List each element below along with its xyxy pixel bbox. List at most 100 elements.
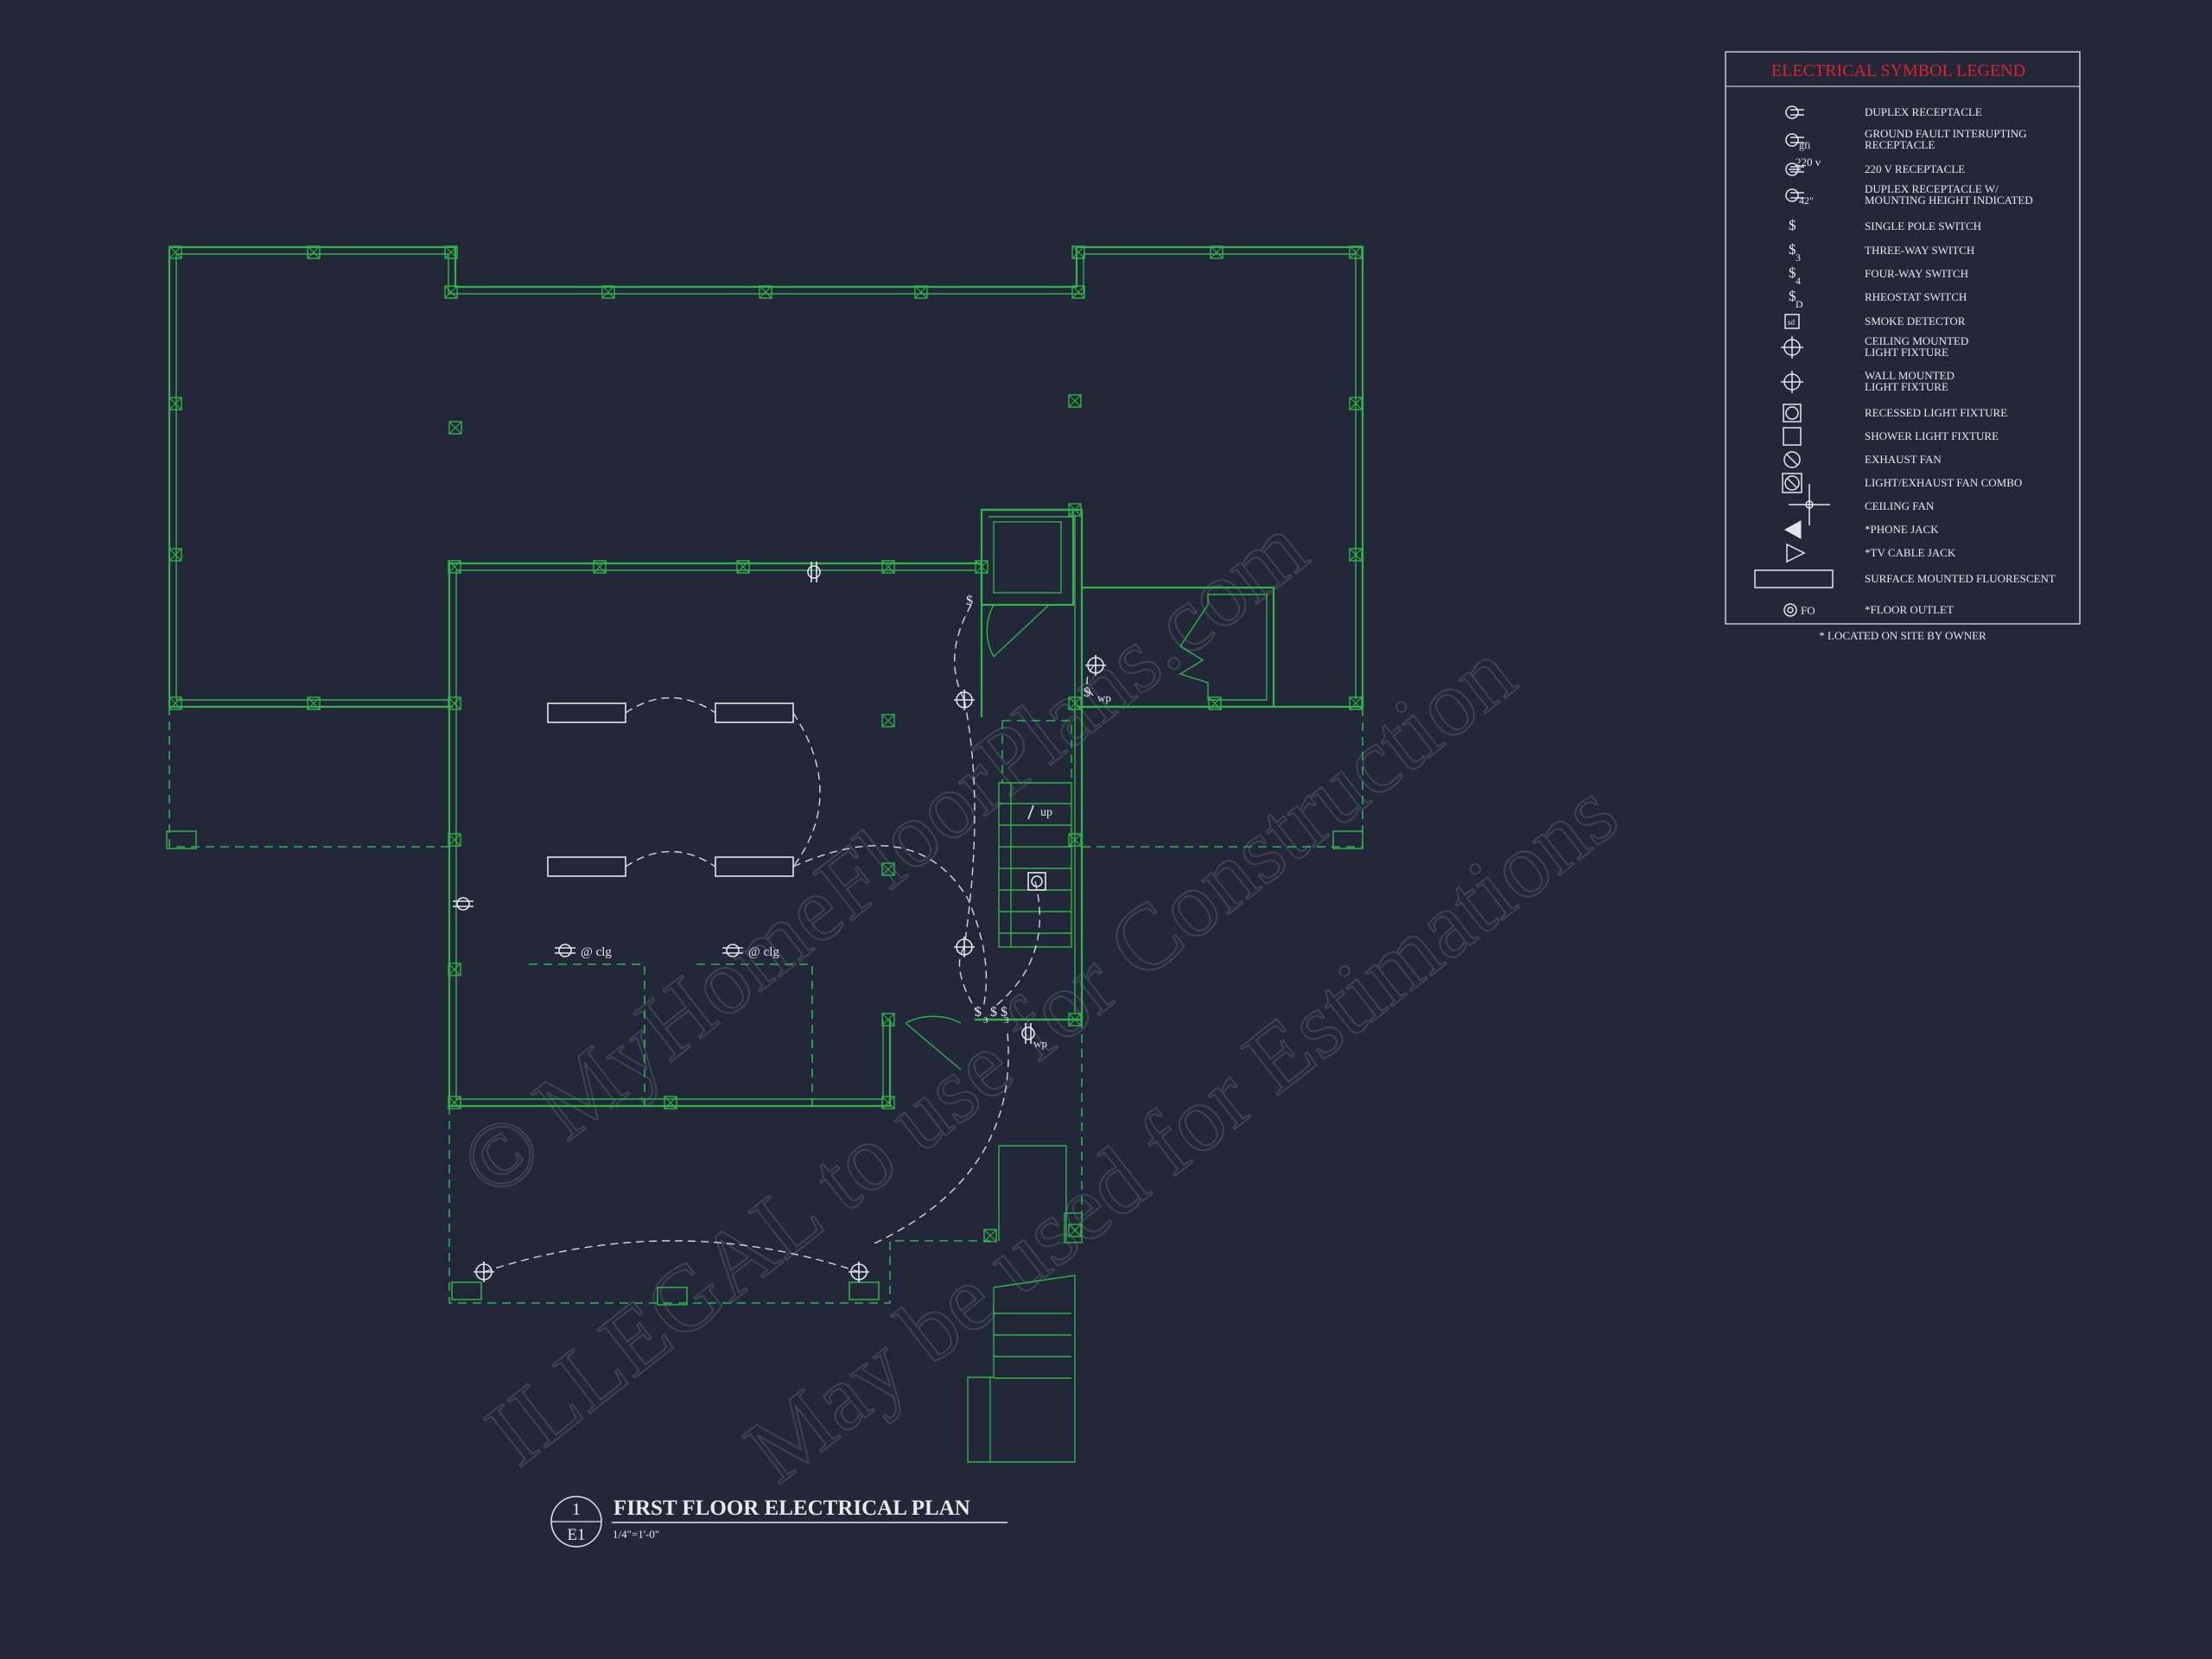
legend-label: THREE-WAY SWITCH [1865, 244, 1974, 257]
main-room-wall-inner [455, 569, 975, 1100]
legend-symbol-subscript: D [1796, 298, 1803, 310]
closet-box [980, 508, 1075, 607]
wall-light-icon [1085, 655, 1106, 676]
column-post-icon [881, 1096, 895, 1109]
pantry-wall [1082, 586, 1275, 709]
column-post-icon [1068, 833, 1082, 847]
legend-row: DUPLEX RECEPTACLE [1785, 105, 1982, 119]
drawing-scale: 1/4"=1'-0" [613, 1528, 659, 1541]
phone-jack-icon [1783, 520, 1802, 539]
legend-label-line2: LIGHT FIXTURE [1865, 380, 1948, 393]
column-post-icon [881, 1013, 895, 1027]
legend-label: FOUR-WAY SWITCH [1865, 267, 1968, 280]
legend-label: DUPLEX RECEPTACLE W/ [1865, 182, 1999, 195]
legend-label: *TV CABLE JACK [1865, 546, 1956, 559]
220v-receptacle-icon [1785, 162, 1804, 176]
column-post-icon [881, 862, 895, 876]
legend-symbol-subscript: gfi [1799, 139, 1811, 151]
column-post-icon [1071, 245, 1085, 259]
legend-label: RHEOSTAT SWITCH [1865, 290, 1967, 303]
column-post-icon [914, 285, 928, 299]
electrical-symbols: @ clg @ clg up wp wp $ $ $ 3 $ $ 3 [453, 562, 1111, 1282]
column-post-icon [1068, 394, 1082, 408]
circuit-wire [625, 696, 716, 714]
title-block: 1 E1 FIRST FLOOR ELECTRICAL PLAN 1/4"=1'… [550, 1496, 1007, 1548]
column-post-icon [975, 560, 988, 574]
footing-pad-icon [657, 1287, 688, 1306]
detail-number: 1 [572, 1500, 581, 1519]
legend-symbol-subscript: sd [1788, 318, 1796, 327]
shower-light-icon [1783, 427, 1802, 446]
legend-label: WALL MOUNTED [1865, 369, 1955, 382]
column-post-icon [1068, 1224, 1082, 1237]
column-post-icon [448, 1096, 461, 1109]
column-post-icon [448, 963, 461, 976]
column-post-icon [168, 696, 182, 710]
legend-items: DUPLEX RECEPTACLE gfi GROUND FAULT INTERUP… [1754, 105, 2056, 617]
wall-light-icon [849, 1262, 869, 1282]
legend-symbol-subscript: 42" [1799, 194, 1814, 207]
duplex-receptacle-icon [555, 944, 575, 957]
duplex-receptacle-icon [807, 562, 821, 582]
circuit-wire [963, 699, 976, 948]
legend-label: SMOKE DETECTOR [1865, 315, 1966, 327]
upper-porch-left-wall [168, 247, 453, 709]
wp-label: wp [1033, 1037, 1047, 1050]
legend-frame [1725, 51, 2081, 625]
duplex-receptacle-icon [1785, 105, 1804, 119]
legend-row: SURFACE MOUNTED FLUORESCENT [1754, 569, 2056, 588]
legend-row: EXHAUST FAN [1783, 451, 1942, 468]
recessed-light-icon [1783, 404, 1802, 423]
legend-row: *TV CABLE JACK [1786, 543, 1956, 563]
floor-outlet-icon [1783, 603, 1797, 617]
column-post-icon [759, 285, 772, 299]
legend-label-line2: MOUNTING HEIGHT INDICATED [1865, 194, 2033, 207]
stair-hall-wall-inner [988, 516, 1076, 1013]
column-post-icon [448, 696, 461, 710]
fluorescent-icon [1754, 569, 1834, 588]
legend-label: *PHONE JACK [1865, 523, 1939, 536]
closet-door-swing [986, 604, 995, 658]
lower-left-porch [168, 707, 449, 848]
switch-subscript: 3 [983, 1015, 988, 1026]
legend-label: GROUND FAULT INTERUPTING [1865, 127, 2027, 140]
legend-row: $SINGLE POLE SWITCH [1789, 217, 1981, 233]
circuit-wire [954, 604, 972, 701]
column-post-icon [168, 548, 182, 562]
legend-title: ELECTRICAL SYMBOL LEGEND [1771, 61, 2025, 80]
column-post-icon [1349, 548, 1363, 562]
circuit-wire [958, 946, 977, 1012]
column-post-icon [1208, 696, 1222, 710]
column-post-icon [593, 560, 607, 574]
column-post-icon [1068, 1013, 1082, 1027]
legend-row: 42" DUPLEX RECEPTACLE W/MOUNTING HEIGHT I… [1785, 182, 2033, 207]
pantry-bifold-door [1179, 604, 1209, 683]
column-post-icon [307, 245, 321, 259]
circuit-wire [993, 880, 1040, 1008]
column-post-icon [1349, 397, 1363, 410]
legend-label: LIGHT/EXHAUST FAN COMBO [1865, 476, 2022, 489]
legend-row: LIGHT/EXHAUST FAN COMBO [1782, 473, 2022, 493]
front-stairs [967, 1145, 1083, 1463]
circuit-wire [792, 712, 821, 868]
legend-label: 220 V RECEPTACLE [1865, 162, 1965, 175]
sheet-number: E1 [567, 1526, 585, 1544]
duplex-receptacle-icon [453, 897, 474, 911]
legend-symbol-subscript: 3 [1796, 251, 1801, 264]
circuit-wire [483, 1240, 860, 1273]
fluorescent-fixture [715, 702, 794, 723]
column-posts [166, 245, 1363, 1306]
single-pole-switch-icon: $ [1789, 217, 1796, 233]
column-post-icon [448, 560, 461, 574]
upper-porch-wall [169, 245, 1364, 709]
circuit-wire [792, 844, 988, 1008]
column-post-icon [881, 714, 895, 728]
column-post-icon [1349, 696, 1363, 710]
circuit-wire [1086, 664, 1095, 697]
fluorescent-fixture [547, 702, 626, 723]
legend-row: *PHONE JACK [1783, 520, 1939, 539]
column-post-icon [444, 245, 458, 259]
